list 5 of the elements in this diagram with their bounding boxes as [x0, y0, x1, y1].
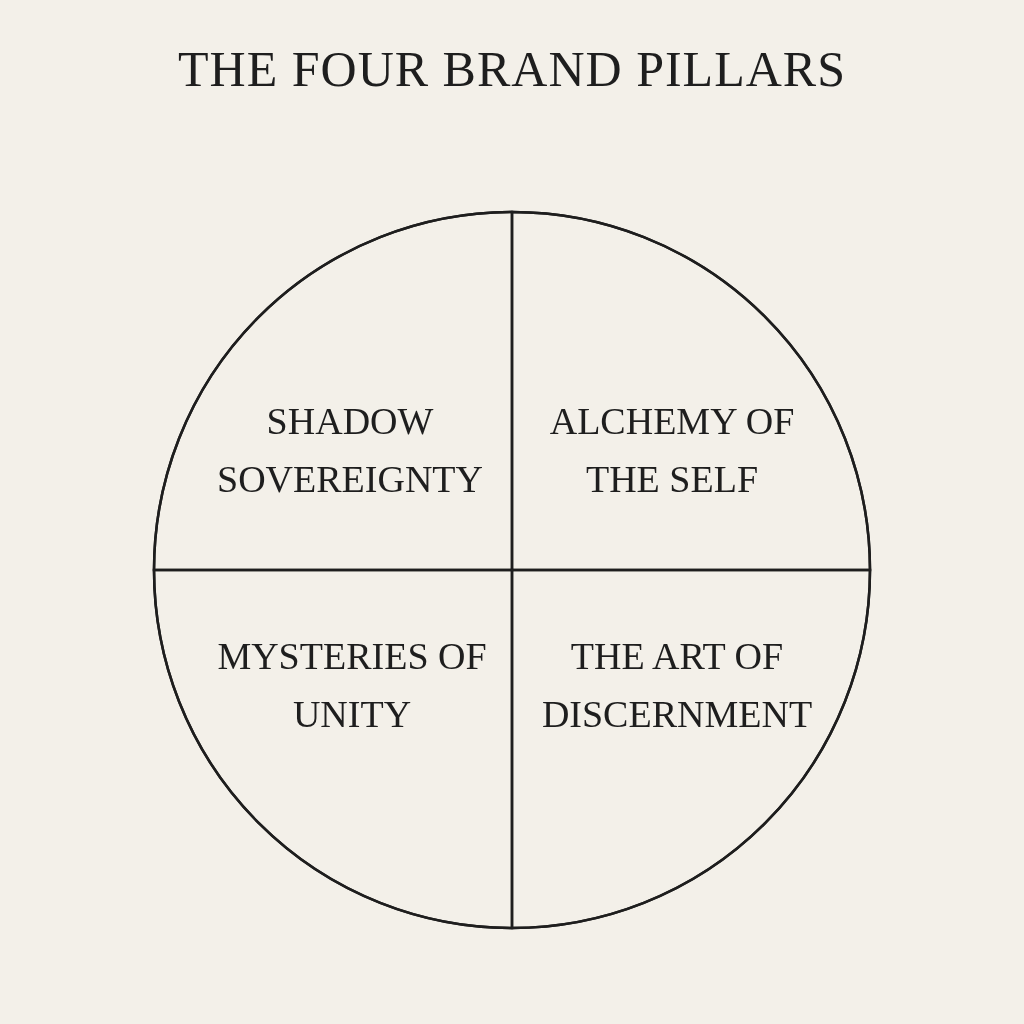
- pillar-label: ALCHEMY OF THE SELF: [548, 399, 796, 502]
- title: THE FOUR BRAND PILLARS: [177, 40, 847, 98]
- pillar-label: MYSTERIES OF UNITY: [217, 634, 487, 737]
- pillar-label: THE ART OF DISCERNMENT: [540, 634, 814, 737]
- pillar-label: SHADOW SOVEREIGNTY: [216, 399, 484, 502]
